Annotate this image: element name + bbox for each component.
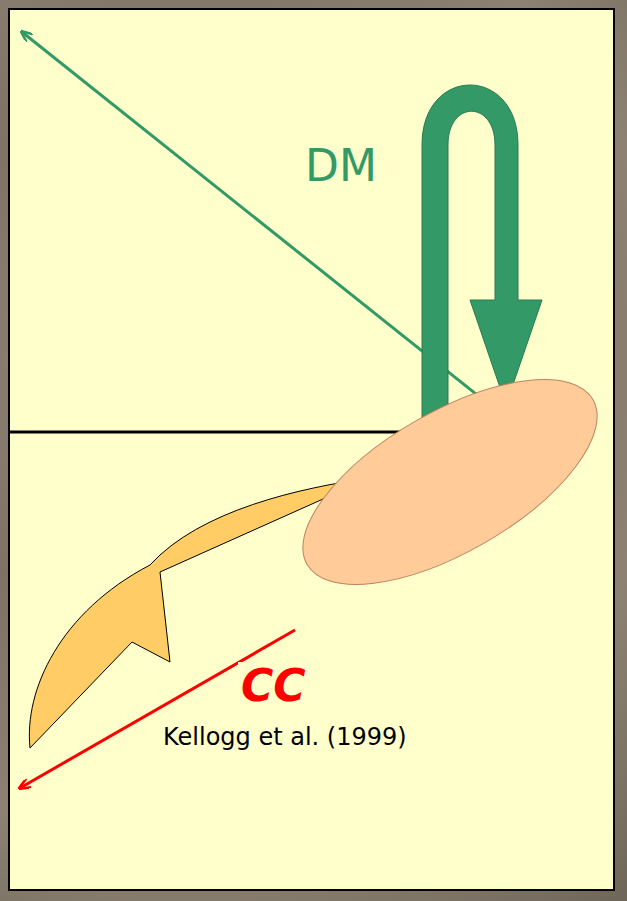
citation-note: Kellogg et al. (1999) [160, 724, 410, 750]
moon-ellipse [272, 339, 627, 625]
direction-label: DM [302, 142, 380, 190]
direction-label: CC [238, 662, 309, 710]
horizon-line [10, 431, 430, 434]
